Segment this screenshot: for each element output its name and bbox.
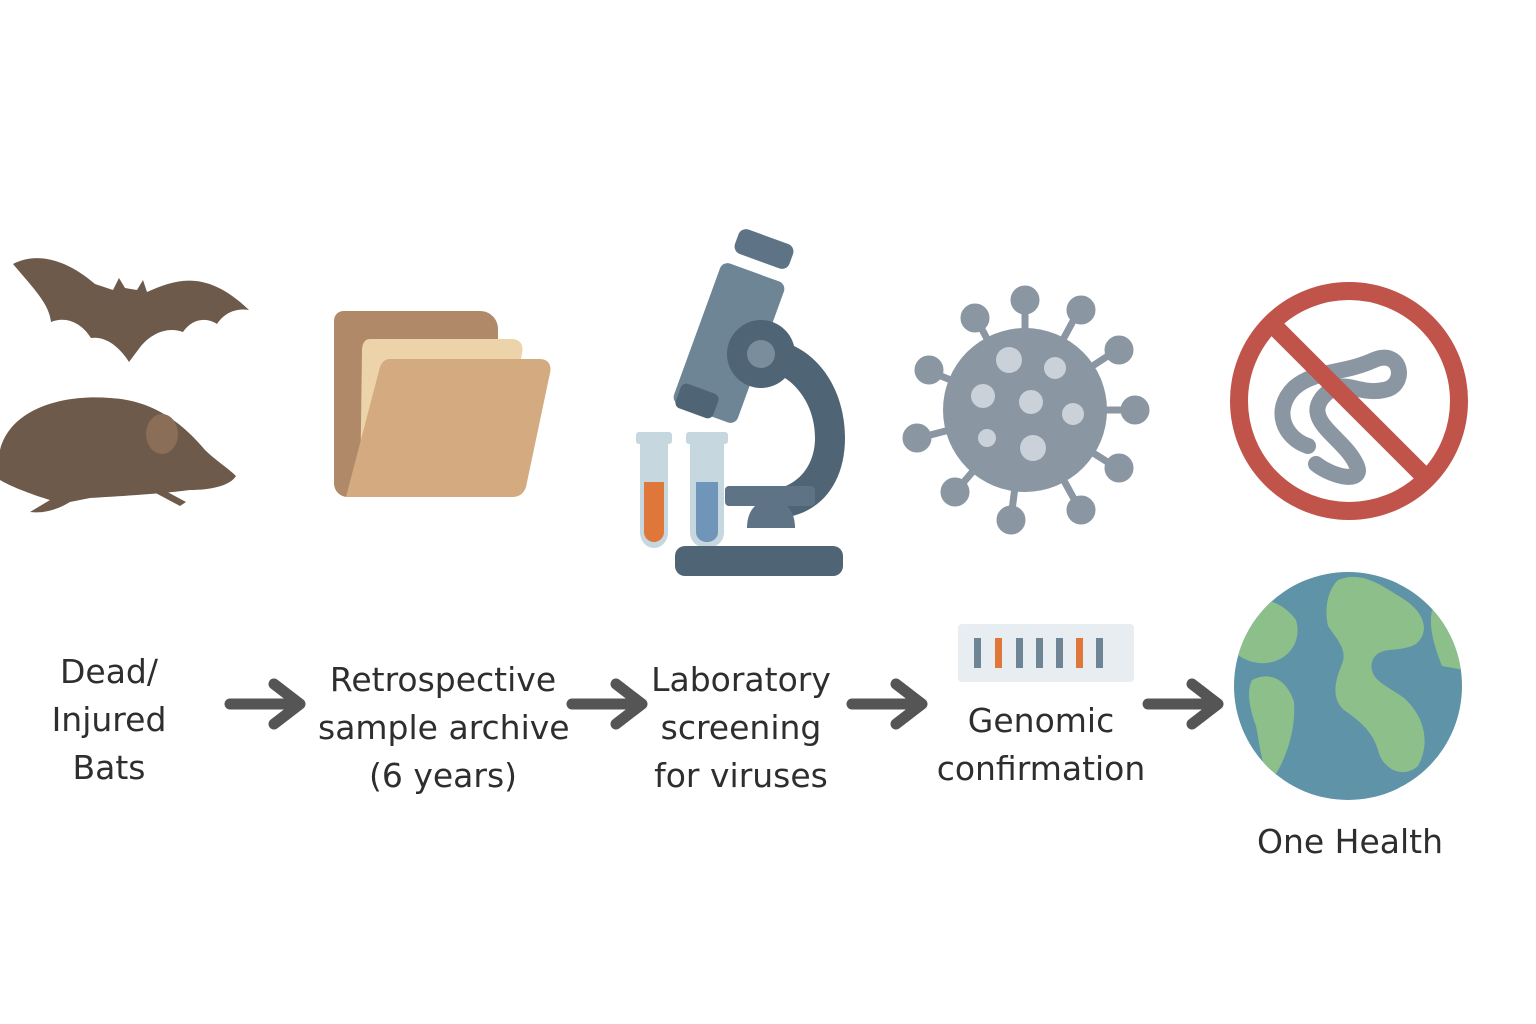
microscope-icon: [673, 229, 845, 576]
test-tube-icon: [636, 432, 728, 548]
label-line: for viruses: [654, 756, 828, 795]
arrow-right-icon: [846, 678, 928, 730]
label-line: Bats: [72, 748, 146, 787]
label-line: screening: [660, 708, 822, 747]
label-line: Genomic: [967, 701, 1115, 740]
label-line: Injured: [51, 700, 167, 739]
step-label-lab: Laboratory screening for viruses: [636, 656, 846, 800]
label-line: sample archive: [318, 708, 570, 747]
label-line: Dead/: [59, 652, 158, 691]
arrow-right-icon: [566, 678, 648, 730]
step-label-genomic: Genomic confirmation: [930, 697, 1152, 793]
label-line: One Health: [1256, 822, 1444, 861]
step-label-one-health: One Health: [1240, 818, 1460, 866]
step-label-archive: Retrospective sample archive (6 years): [318, 656, 570, 800]
arrow-right-icon: [1142, 678, 1224, 730]
bat-icon: [13, 258, 249, 362]
arrow-right-icon: [224, 678, 306, 730]
rodent-icon: [0, 397, 236, 513]
label-line: confirmation: [936, 749, 1146, 788]
step-label-bats: Dead/ Injured Bats: [14, 648, 204, 792]
sequence-bar-icon: [958, 624, 1134, 682]
label-line: (6 years): [368, 756, 518, 795]
virus-icon: [902, 285, 1150, 535]
label-line: Retrospective: [329, 660, 557, 699]
label-line: Laboratory: [651, 660, 831, 699]
folder-icon: [334, 311, 551, 497]
globe-icon: [1234, 572, 1462, 800]
no-parasite-icon: [1230, 282, 1468, 520]
